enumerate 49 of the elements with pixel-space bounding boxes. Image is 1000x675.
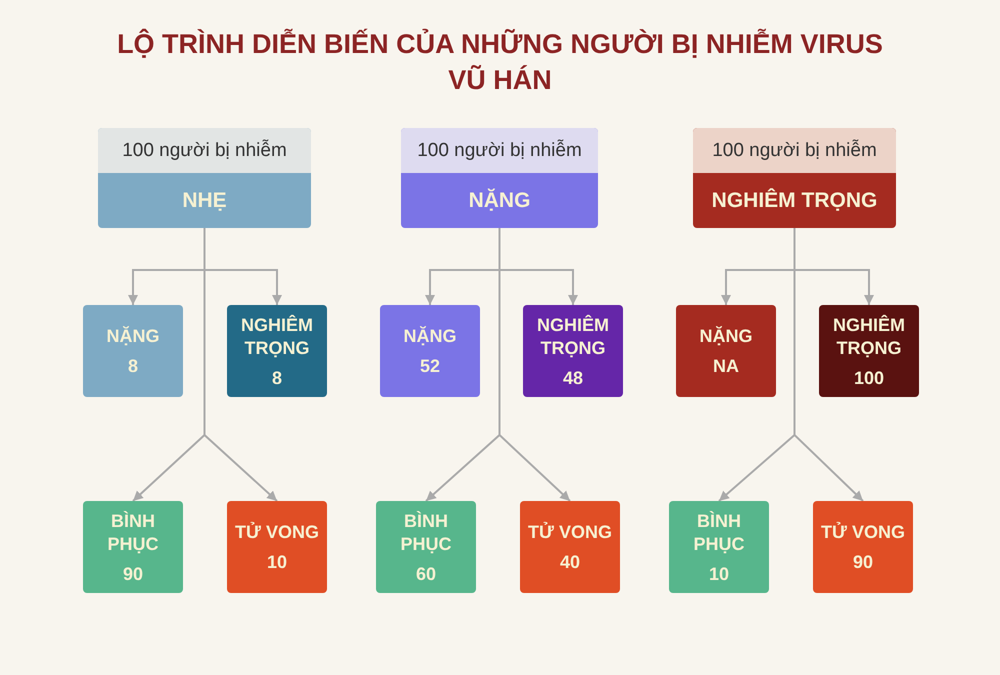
outcome-label: NGHIÊM TRỌNG xyxy=(240,314,314,360)
count-value: 100 xyxy=(854,368,884,388)
outcome-box xyxy=(83,305,183,397)
outcome-box xyxy=(520,501,620,593)
category-label: NHẸ xyxy=(182,188,227,214)
outcome-box xyxy=(813,501,913,593)
count-value: 8 xyxy=(272,368,282,388)
outcome-box xyxy=(227,305,327,397)
category-label: NẶNG xyxy=(468,188,530,214)
category-label: NGHIÊM TRỌNG xyxy=(712,187,878,214)
title: LỘ TRÌNH DIỄN BIẾN CỦA NHỮNG NGƯỜI BỊ NHIỄM VIRUS VŨ HÁN xyxy=(116,28,884,97)
arrow xyxy=(794,228,864,502)
count-value: NA xyxy=(713,356,739,377)
outcome-box xyxy=(819,305,919,397)
count-value: 90 xyxy=(122,564,144,584)
outcome-label: BÌNH PHỤC xyxy=(106,510,160,556)
category-box xyxy=(98,128,311,228)
arrow xyxy=(498,228,571,502)
outcome-box xyxy=(669,501,769,593)
count-value: 48 xyxy=(562,368,584,388)
outcome-label: NẶNG xyxy=(700,325,752,348)
count-value: 60 xyxy=(416,564,436,584)
outcome-label: BÌNH PHỤC xyxy=(399,510,452,556)
outcome-label: TỬ VONG xyxy=(235,521,319,544)
outcome-box xyxy=(83,501,183,593)
category-box xyxy=(401,128,598,228)
count-value: 10 xyxy=(266,552,288,573)
outcome-box xyxy=(376,501,476,593)
count-value: 40 xyxy=(560,552,580,573)
outcome-label: NẶNG xyxy=(106,325,160,348)
arrow xyxy=(204,228,278,502)
group-heading: 100 người bị nhiễm xyxy=(693,128,896,173)
count-value: 52 xyxy=(420,356,440,377)
outcome-label: TỬ VONG xyxy=(528,521,612,544)
outcome-label: NGHIÊM TRỌNG xyxy=(832,314,906,360)
outcome-label: BÌNH PHỤC xyxy=(692,510,746,556)
category-box xyxy=(693,128,896,228)
outcome-label: NGHIÊM TRỌNG xyxy=(536,314,610,360)
count-value: 90 xyxy=(852,552,874,573)
outcome-box xyxy=(227,501,327,593)
outcome-label: NẶNG xyxy=(404,325,456,348)
outcome-label: TỬ VONG xyxy=(821,521,905,544)
outcome-box xyxy=(380,305,480,397)
count-value: 8 xyxy=(128,356,138,377)
count-value: 10 xyxy=(708,564,730,584)
outcome-box xyxy=(676,305,776,397)
outcome-box xyxy=(523,305,623,397)
group-heading: 100 người bị nhiễm xyxy=(401,128,598,173)
group-heading: 100 người bị nhiễm xyxy=(98,128,311,173)
